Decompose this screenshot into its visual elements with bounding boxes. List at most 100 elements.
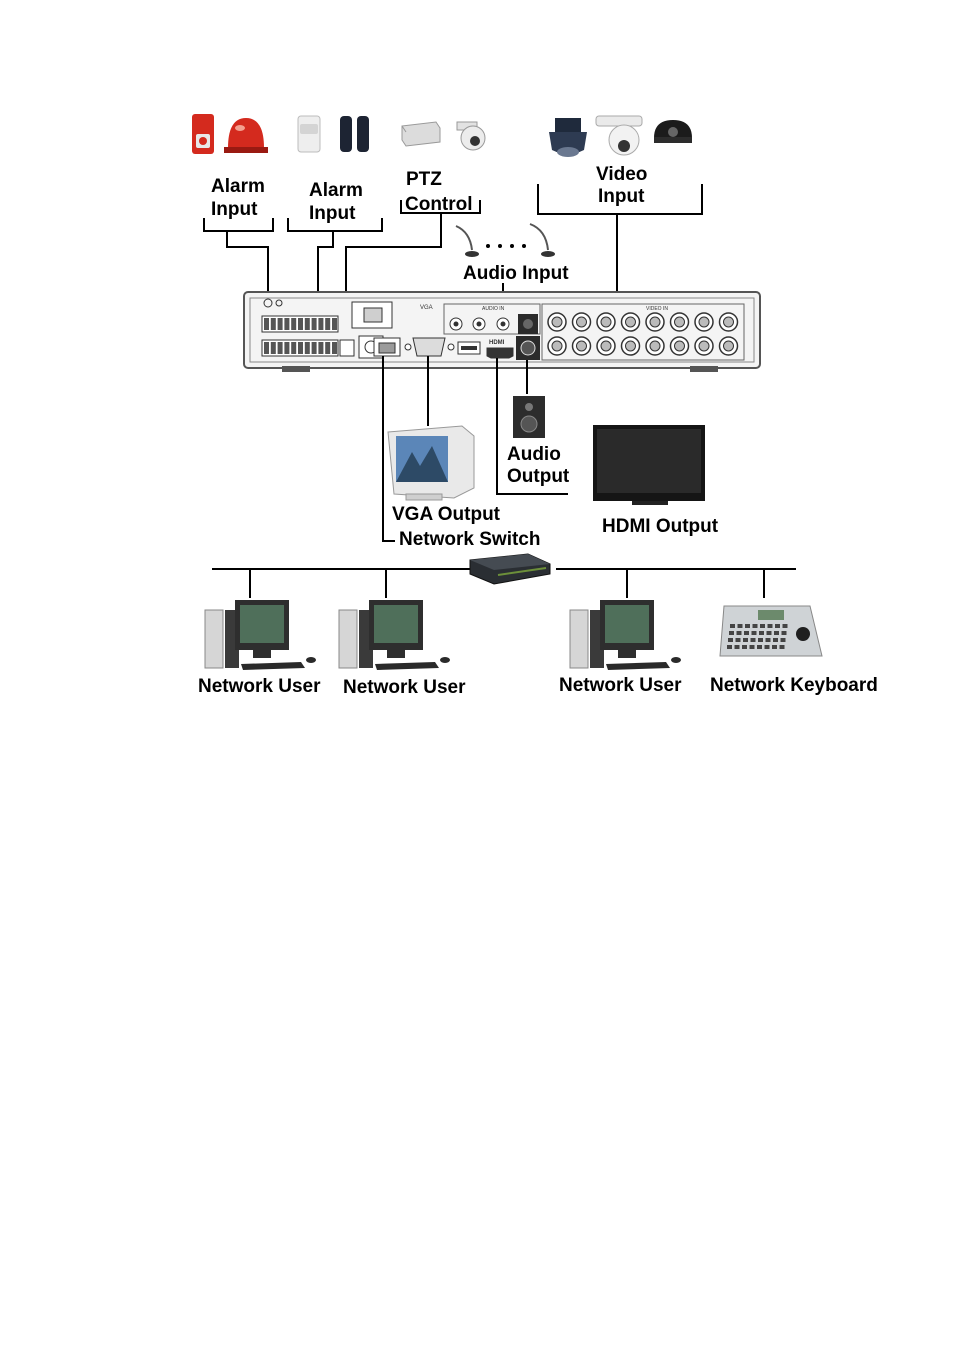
network-keyboard-label: Network Keyboard: [710, 675, 878, 696]
hdmi-port: [486, 347, 514, 359]
terminal-pin: [332, 318, 337, 330]
network-switch-icon: [469, 553, 551, 585]
terminal-pin: [291, 342, 297, 354]
bnc-connector-center: [674, 340, 685, 352]
alarm-input-label-1: Alarm: [211, 176, 265, 197]
alarm-bracket-2: [287, 218, 383, 232]
video-bracket: [537, 184, 703, 215]
audio-in-jack-center: [500, 321, 506, 327]
bnc-connector-center: [551, 316, 563, 328]
speaker-icon: [513, 396, 545, 438]
keyboard-key: [729, 631, 734, 635]
keyboard-key: [750, 638, 756, 642]
keyboard-key: [734, 645, 740, 649]
terminal-pin: [270, 318, 276, 330]
network-wire: [382, 356, 395, 542]
ellipsis-dots: [486, 244, 526, 248]
alarm-input-label-1b: Input: [211, 199, 258, 220]
desktop-pc-icon: [338, 600, 450, 670]
keyboard-key: [735, 638, 741, 642]
keyboard-key: [775, 624, 780, 628]
alarm-input-label-2b: Input: [309, 203, 356, 224]
audio-output-label-b: Output: [507, 466, 570, 487]
keyboard-key: [752, 624, 758, 628]
terminal-pin: [277, 318, 283, 330]
audio-out-port: [516, 336, 540, 360]
alarm-input-label-2: Alarm: [309, 180, 363, 201]
alarm-wire-1: [226, 231, 269, 302]
network-port: [373, 337, 401, 357]
keyboard-key: [727, 645, 732, 649]
terminal-pin: [264, 342, 269, 354]
bnc-connector-center: [625, 316, 636, 328]
keyboard-key: [765, 638, 771, 642]
audio-output-label: Audio: [507, 444, 561, 465]
ptz-camera-icon: [595, 115, 643, 156]
keyboard-key: [773, 638, 778, 642]
keyboard-key: [779, 645, 785, 649]
alarm-wire-2: [317, 231, 334, 310]
audio-jack-block-center: [523, 319, 533, 329]
desktop-pc-icon: [569, 600, 681, 670]
audio-in-panel-label: AUDIO IN: [482, 306, 505, 312]
beam-sensor-icon: [340, 116, 369, 152]
keyboard-key: [766, 631, 772, 635]
hdmi-wire: [496, 358, 568, 495]
terminal-pin: [332, 342, 337, 354]
bnc-connector-center: [551, 340, 563, 352]
rs485-port: [339, 339, 355, 357]
bnc-connector-center: [600, 340, 612, 352]
keyboard-key: [759, 631, 764, 635]
terminal-pin: [318, 342, 324, 354]
keyboard-key: [728, 638, 733, 642]
ptz-decoder-icon: [401, 121, 441, 147]
terminal-pin: [325, 318, 331, 330]
keyboard-key: [742, 645, 747, 649]
speed-dome-camera-icon: [456, 121, 486, 151]
bnc-connector-center: [698, 340, 710, 352]
desktop-pc-icon: [204, 600, 316, 670]
pir-sensor-icon: [297, 115, 321, 153]
terminal-pin: [311, 342, 317, 354]
network-user-label-3: Network User: [559, 675, 682, 696]
terminal-pin: [298, 318, 303, 330]
terminal-pin: [318, 318, 324, 330]
network-user-label-2: Network User: [343, 677, 466, 698]
network-keyboard-icon: [719, 605, 823, 657]
keyboard-key: [757, 645, 762, 649]
keyboard-key: [764, 645, 770, 649]
keyboard-key: [743, 638, 748, 642]
bnc-connector-center: [649, 316, 661, 328]
bnc-connector-center: [649, 340, 661, 352]
keyboard-key: [758, 638, 763, 642]
keyboard-key: [760, 624, 765, 628]
keyboard-key: [781, 631, 787, 635]
bnc-connector-center: [723, 340, 734, 352]
keyboard-key: [736, 631, 742, 635]
audio-in-jack-center: [476, 321, 482, 327]
bnc-connector-center: [723, 316, 734, 328]
alarm-beacon-icon: [224, 118, 268, 153]
hdmi-output-label: HDMI Output: [602, 516, 719, 537]
vga-port-label: VGA: [420, 305, 433, 311]
vga-monitor-icon: [387, 425, 475, 501]
audio-input-label: Audio Input: [463, 263, 569, 284]
microphone-icon-2: [529, 223, 555, 257]
vga-port: [404, 337, 455, 357]
terminal-pin: [291, 318, 297, 330]
terminal-pin: [284, 318, 290, 330]
alarm-terminal-block: [261, 315, 339, 357]
keyboard-key: [780, 638, 786, 642]
bnc-connector-center: [698, 316, 710, 328]
keyboard-key: [749, 645, 755, 649]
network-user-label-1: Network User: [198, 676, 321, 697]
terminal-pin: [325, 342, 331, 354]
bnc-connector-center: [576, 340, 587, 352]
power-switch: [351, 301, 393, 329]
bnc-connector-center: [600, 316, 612, 328]
alarm-bracket-1: [203, 218, 274, 232]
keyboard-key: [745, 624, 750, 628]
network-switch-label: Network Switch: [399, 529, 540, 550]
vga-output-label: VGA Output: [392, 504, 501, 525]
